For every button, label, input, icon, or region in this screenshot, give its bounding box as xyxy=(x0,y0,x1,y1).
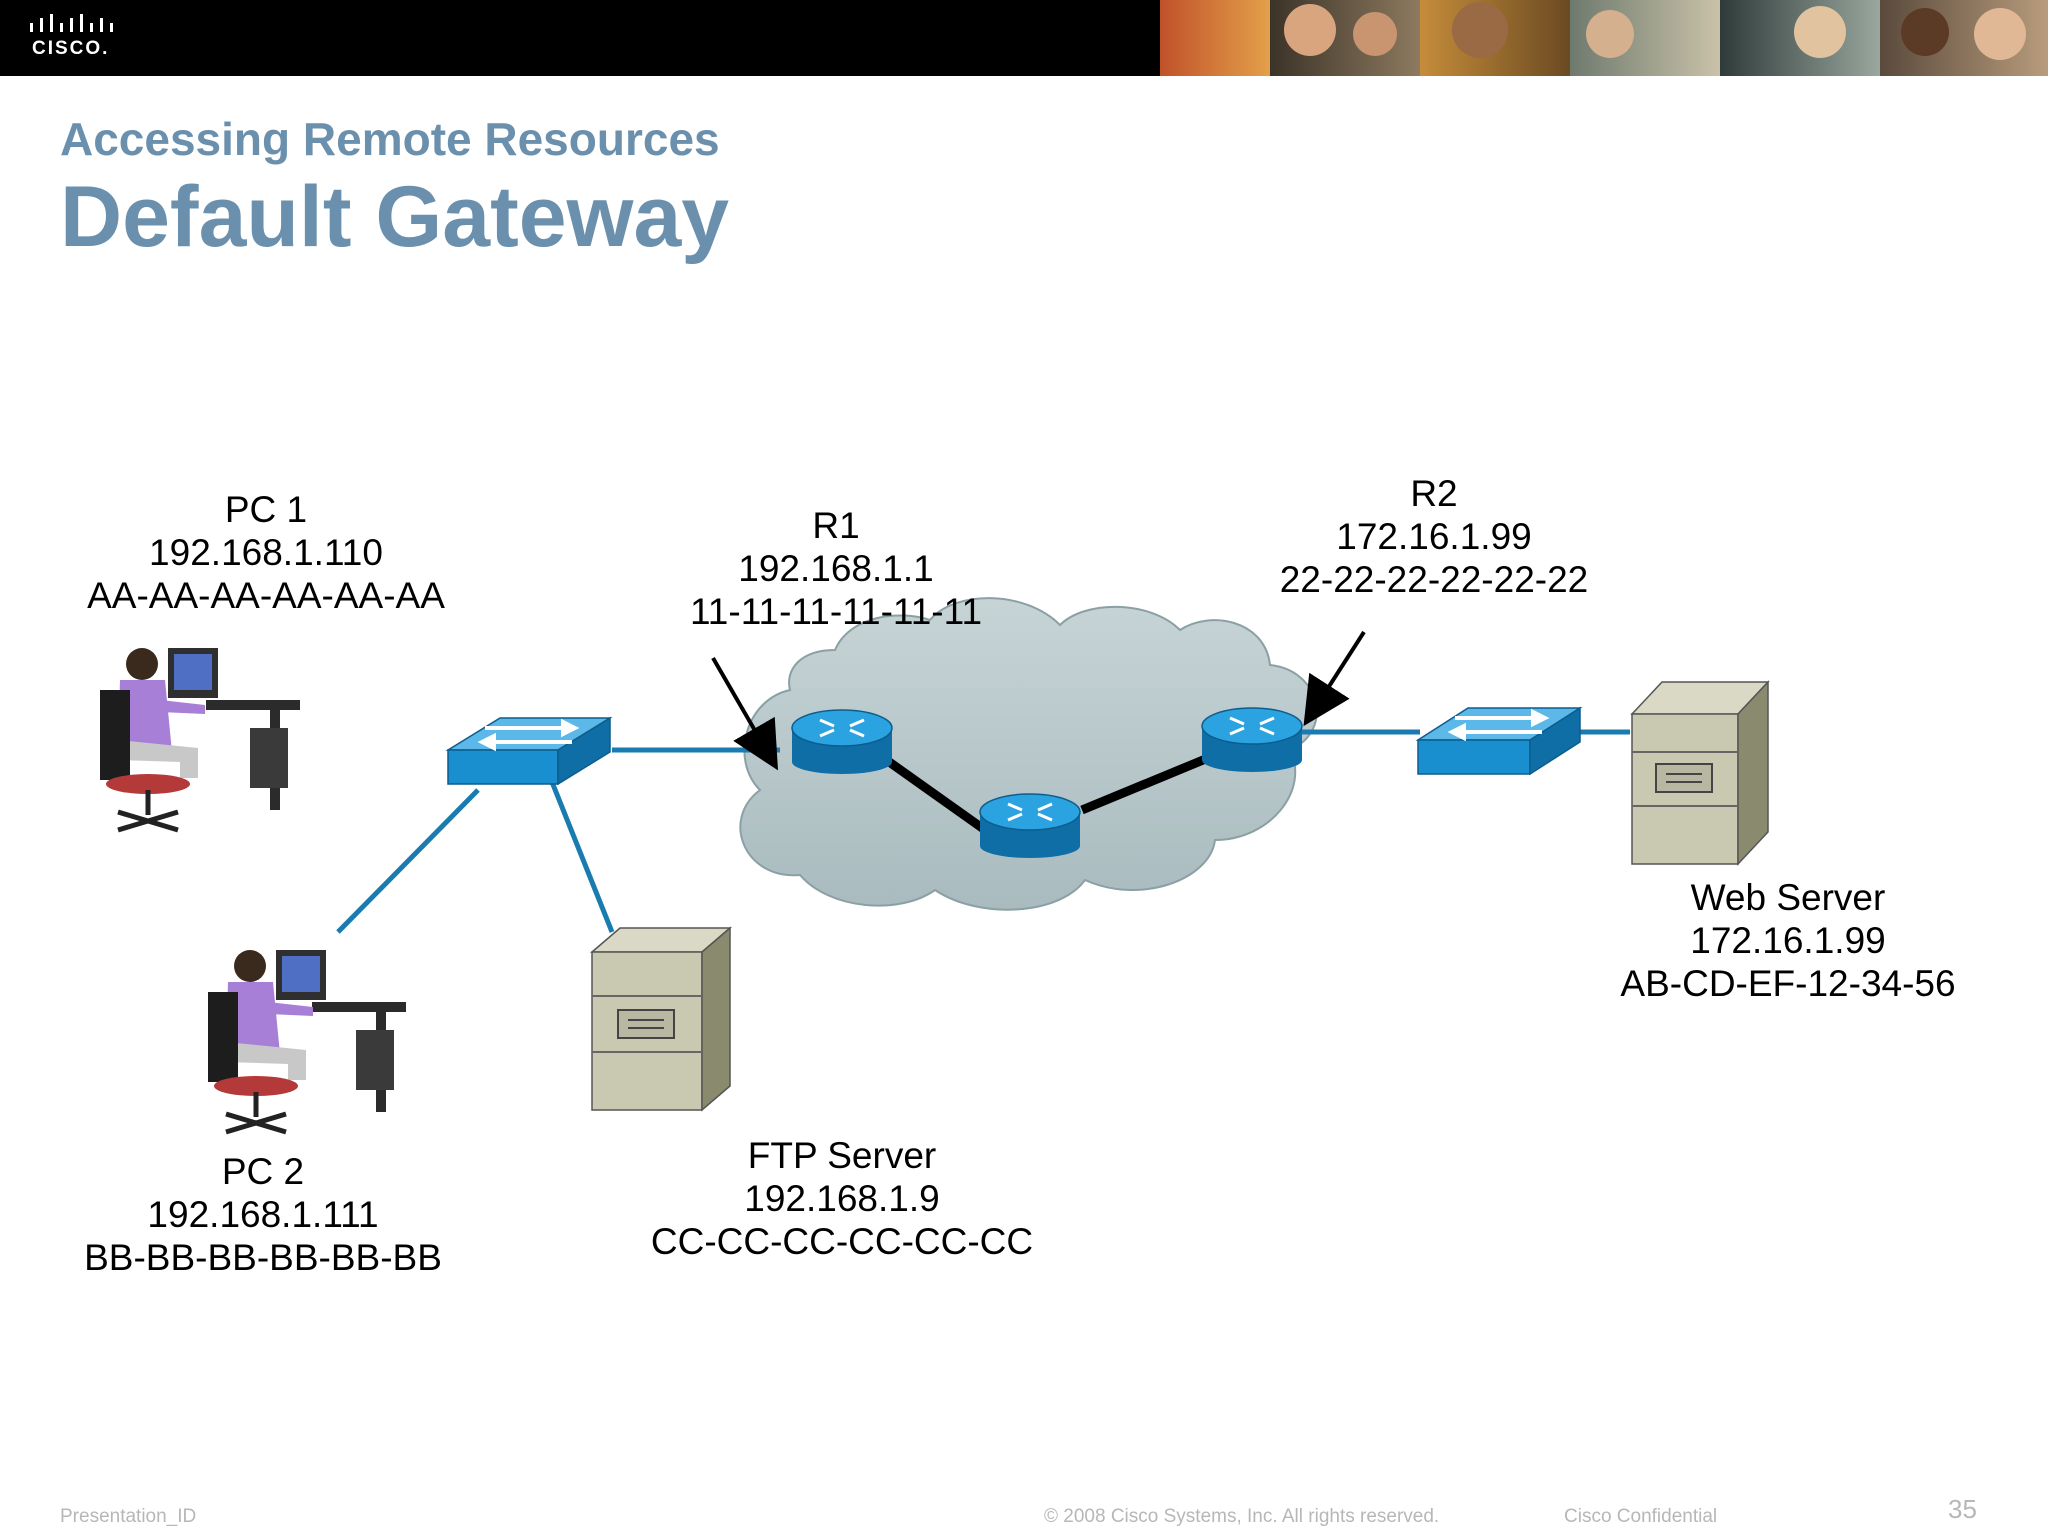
pc1-ip: 192.168.1.110 xyxy=(149,532,383,573)
pc1-workstation[interactable] xyxy=(100,648,300,833)
web-server-mac: AB-CD-EF-12-34-56 xyxy=(1620,963,1956,1004)
pc2-workstation[interactable] xyxy=(208,950,406,1135)
link-switch1-pc2 xyxy=(336,788,480,934)
footer-confidential: Cisco Confidential xyxy=(1564,1506,1718,1527)
cisco-logo-text: CISCO. xyxy=(32,38,110,59)
switch-arrows-icon xyxy=(1447,708,1550,742)
pc2-mac: BB-BB-BB-BB-BB-BB xyxy=(84,1237,442,1278)
web-server-ip: 172.16.1.99 xyxy=(1690,920,1886,961)
ftp-server[interactable] xyxy=(589,926,733,1112)
footer-copyright: © 2008 Cisco Systems, Inc. All rights re… xyxy=(1044,1506,1440,1527)
web-server-label: Web Server 172.16.1.99 AB-CD-EF-12-34-56 xyxy=(1620,876,1955,1005)
switch-2[interactable] xyxy=(1415,706,1583,776)
wan-cloud xyxy=(739,597,1318,911)
router-arrows-icon xyxy=(1007,802,1053,822)
pc2-ip: 192.168.1.111 xyxy=(147,1194,379,1235)
r1-gateway-arrow xyxy=(711,656,779,771)
r1-name: R1 xyxy=(812,505,860,546)
banner-photo-strip xyxy=(1160,0,2048,76)
wan-links xyxy=(875,750,1210,834)
ftp-server-ip: 192.168.1.9 xyxy=(744,1178,940,1219)
pc1-name: PC 1 xyxy=(224,489,308,530)
pc2-name: PC 2 xyxy=(221,1151,305,1192)
ftp-server-name: FTP Server xyxy=(747,1135,937,1176)
r2-ip: 172.16.1.99 xyxy=(1336,516,1532,557)
switch-1[interactable] xyxy=(445,716,613,786)
pc2-label: PC 2 192.168.1.111 BB-BB-BB-BB-BB-BB xyxy=(84,1150,442,1279)
switch-arrows-icon xyxy=(477,718,580,752)
pc1-label: PC 1 192.168.1.110 AA-AA-AA-AA-AA-AA xyxy=(87,488,445,617)
page-number: 35 xyxy=(1948,1494,1977,1524)
r2-gateway-arrow xyxy=(1303,630,1366,727)
r1-mac: 11-11-11-11-11-11 xyxy=(689,591,983,632)
router-middle[interactable] xyxy=(979,793,1081,858)
r2-mac: 22-22-22-22-22-22 xyxy=(1279,559,1589,600)
link-lines xyxy=(336,729,1630,934)
slide-title: Default Gateway xyxy=(60,169,730,265)
web-server[interactable] xyxy=(1630,680,1770,866)
router-arrows-icon xyxy=(1229,716,1275,736)
router-r1[interactable] xyxy=(791,709,893,774)
cisco-bars-icon xyxy=(30,14,113,32)
cisco-logo: CISCO. xyxy=(28,14,128,64)
r2-name: R2 xyxy=(1410,473,1458,514)
router-arrows-icon xyxy=(819,718,865,738)
ftp-server-label: FTP Server 192.168.1.9 CC-CC-CC-CC-CC-CC xyxy=(651,1134,1033,1263)
r1-ip: 192.168.1.1 xyxy=(738,548,934,589)
r1-label: R1 192.168.1.1 11-11-11-11-11-11 xyxy=(690,504,982,633)
footer-presentation-id: Presentation_ID xyxy=(60,1506,197,1527)
pc1-mac: AA-AA-AA-AA-AA-AA xyxy=(87,575,445,616)
router-r2[interactable] xyxy=(1201,707,1303,772)
web-server-name: Web Server xyxy=(1690,877,1886,918)
link-switch1-ftp xyxy=(549,781,615,933)
ftp-server-mac: CC-CC-CC-CC-CC-CC xyxy=(650,1221,1034,1262)
slide-subtitle: Accessing Remote Resources xyxy=(60,113,720,165)
r2-label: R2 172.16.1.99 22-22-22-22-22-22 xyxy=(1280,472,1589,601)
top-banner: CISCO. xyxy=(0,0,2048,76)
